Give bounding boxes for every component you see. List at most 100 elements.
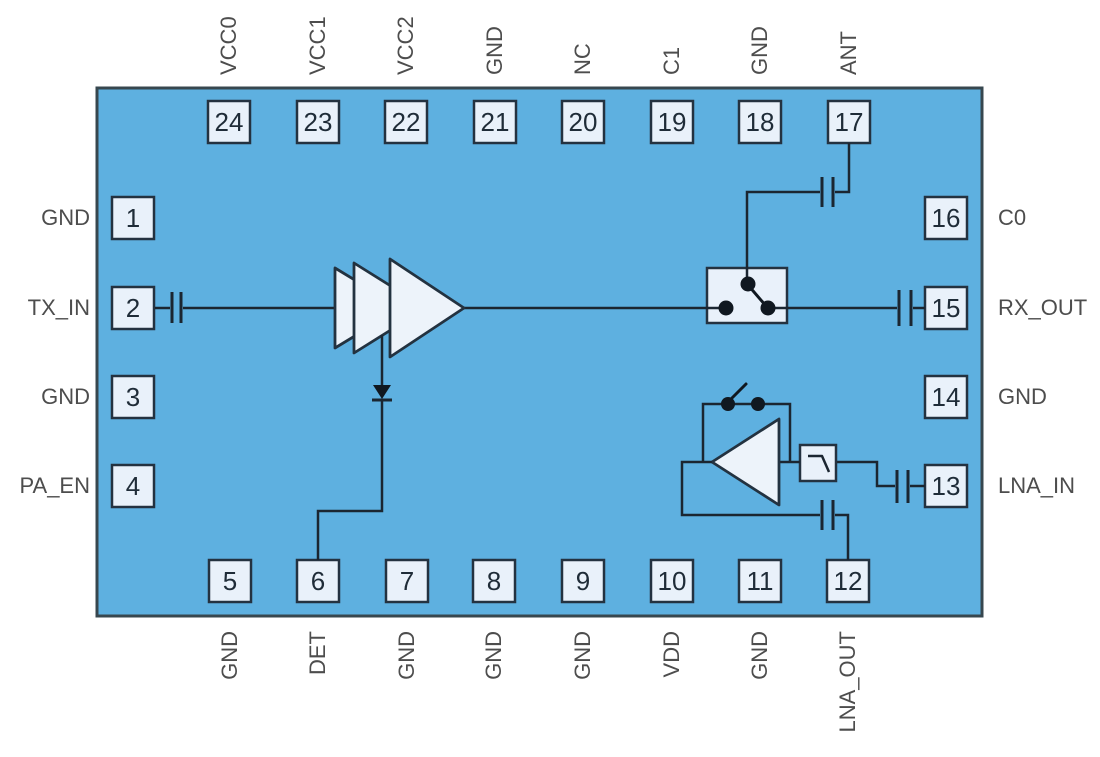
pin-labels-top: VCC0 VCC1 VCC2 GND NC C1 GND ANT [216, 16, 861, 75]
pin-box-21 [472, 99, 518, 145]
dc-block-capacitor-lnaout-icon [820, 500, 835, 530]
pin-number-22: 22 [392, 107, 421, 137]
pin-box-16 [923, 195, 969, 241]
lna-input-branch [779, 443, 925, 503]
pin-number-20: 20 [569, 107, 598, 137]
pin-number-23: 23 [304, 107, 333, 137]
pin-label-15: RX_OUT [998, 295, 1087, 320]
pin-number-3: 3 [126, 382, 140, 412]
pin-row-bottom [207, 558, 871, 604]
pin-box-18 [737, 99, 783, 145]
pin-column-left [110, 195, 156, 509]
pin-number-6: 6 [311, 566, 325, 596]
switch-rx-throw-dot [760, 300, 776, 316]
pin-number-14: 14 [932, 382, 961, 412]
wire-cap-to-switch-pole [745, 190, 820, 283]
pin-number-11: 11 [747, 566, 774, 596]
pin-number-5: 5 [223, 566, 237, 596]
lowpass-filter-box [798, 443, 838, 483]
switch-pole-dot [740, 276, 756, 292]
pin-label-20: NC [570, 43, 595, 75]
pin-number-16: 16 [932, 203, 961, 233]
pin-box-20 [560, 99, 606, 145]
antenna-spdt-switch [718, 276, 776, 316]
lna-bypass-loop-wire [701, 402, 792, 462]
pin-label-18: GND [747, 26, 772, 75]
pin-box-8 [471, 558, 517, 604]
pin-number-10: 10 [658, 566, 687, 596]
pin-label-2: TX_IN [28, 295, 90, 320]
pin-column-right [923, 195, 969, 509]
pin-box-3 [110, 374, 156, 420]
pin-number-1: 1 [126, 203, 140, 233]
pin-label-6: DET [305, 631, 330, 675]
pin-label-1: GND [41, 205, 90, 230]
pin-numbers-top: 24 23 22 21 20 19 18 17 [215, 107, 864, 137]
pin-box-5 [207, 558, 253, 604]
pin-label-13: LNA_IN [998, 473, 1075, 498]
wire-cap-to-lnaout-pin [835, 513, 850, 560]
dc-block-capacitor-txin-icon [170, 292, 183, 323]
pin-labels-left: GND TX_IN GND PA_EN [19, 205, 90, 498]
pin-label-11: GND [747, 631, 772, 680]
dc-block-capacitor-rxout-icon [897, 290, 913, 326]
wire-cap-to-filter [836, 460, 895, 488]
pin-label-9: GND [570, 631, 595, 680]
wire-ant-pin-to-cap [835, 143, 851, 194]
switch-tx-throw-dot [718, 300, 734, 316]
pin-box-24 [206, 99, 252, 145]
pin-label-19: C1 [659, 47, 684, 75]
pin-label-3: GND [41, 384, 90, 409]
pin-box-7 [384, 558, 430, 604]
lna-output-branch [680, 460, 850, 560]
pin-box-6 [295, 558, 341, 604]
pin-box-4 [110, 463, 156, 509]
pin-number-24: 24 [215, 107, 244, 137]
pin-numbers-bottom: 5 6 7 8 9 10 11 12 [223, 566, 863, 596]
pin-box-1 [110, 195, 156, 241]
pin-number-8: 8 [487, 566, 501, 596]
lna-block [701, 382, 792, 507]
pin-label-8: GND [481, 631, 506, 680]
pin-box-9 [560, 558, 606, 604]
antenna-branch [745, 143, 851, 283]
pin-box-11 [737, 558, 783, 604]
lna-amplifier-icon [710, 417, 781, 507]
bypass-switch-dot-right [751, 397, 765, 411]
pin-box-2 [110, 285, 156, 331]
pin-label-16: C0 [998, 205, 1026, 230]
pa-amplifier-chain [333, 257, 466, 359]
pin-label-5: GND [217, 631, 242, 680]
pin-number-2: 2 [126, 293, 140, 323]
pin-box-22 [383, 99, 429, 145]
pin-number-17: 17 [835, 107, 864, 137]
pin-label-23: VCC1 [305, 16, 330, 75]
pin-label-24: VCC0 [216, 16, 241, 75]
pin-box-23 [295, 99, 341, 145]
pin-number-15: 15 [932, 293, 961, 323]
pin-box-19 [649, 99, 695, 145]
dc-block-capacitor-ant-icon [820, 177, 835, 207]
pin-box-12 [825, 558, 871, 604]
pin-number-13: 13 [932, 471, 961, 501]
pin-label-12: LNA_OUT [835, 631, 860, 732]
pin-box-15 [923, 285, 969, 331]
pin-number-4: 4 [126, 471, 140, 501]
pin-label-14: GND [998, 384, 1047, 409]
lowpass-filter-icon [808, 454, 831, 473]
pin-number-18: 18 [746, 107, 775, 137]
pin-box-10 [649, 558, 695, 604]
pin-label-21: GND [482, 26, 507, 75]
detector-diode-icon [373, 385, 391, 399]
pin-label-10: VDD [659, 631, 684, 677]
wire-lna-to-cap [680, 460, 820, 517]
pin-box-14 [923, 374, 969, 420]
pin-numbers-right: 16 15 14 13 [932, 203, 961, 501]
bypass-switch-dot-left [721, 397, 735, 411]
pin-label-22: VCC2 [393, 16, 418, 75]
amp-stage-3-icon [388, 257, 466, 359]
pin-labels-right: C0 RX_OUT GND LNA_IN [998, 205, 1087, 498]
pin-box-13 [923, 463, 969, 509]
